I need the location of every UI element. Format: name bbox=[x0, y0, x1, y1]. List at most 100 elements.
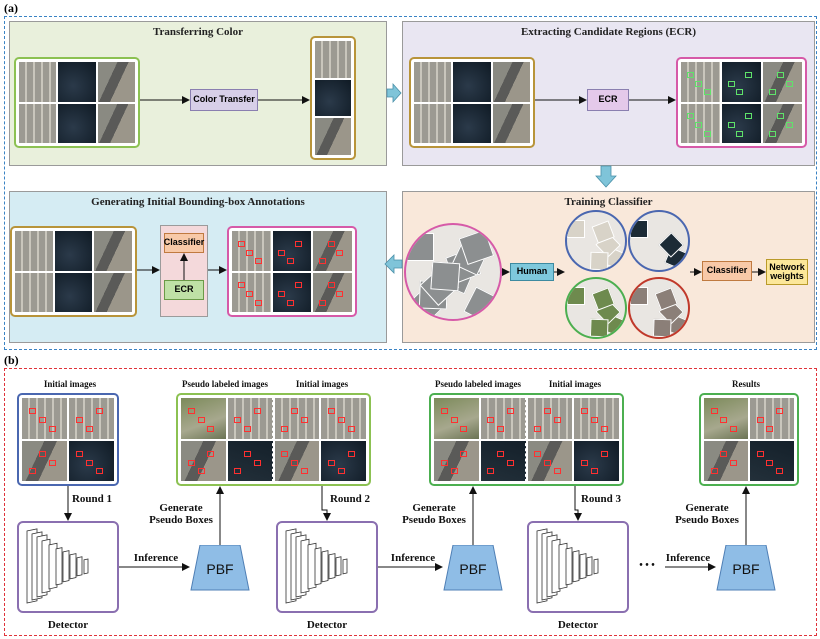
network-layers-icon bbox=[285, 528, 348, 604]
aerial-image-tile bbox=[453, 62, 491, 102]
detection-box bbox=[756, 417, 764, 424]
detection-box bbox=[766, 425, 774, 432]
detection-box bbox=[244, 450, 252, 457]
detection-box bbox=[736, 130, 744, 137]
detection-box bbox=[319, 258, 327, 265]
detection-box bbox=[745, 113, 752, 120]
detection-box bbox=[450, 417, 458, 424]
pbf-block-3: PBF bbox=[716, 545, 776, 591]
aerial-image-tile bbox=[313, 272, 352, 312]
pbf-block-1: PBF bbox=[190, 545, 250, 591]
arrow-round2 bbox=[321, 486, 331, 521]
aerial-image-tile bbox=[54, 231, 93, 271]
detection-box bbox=[710, 468, 718, 475]
detection-box bbox=[197, 468, 205, 475]
detection-box bbox=[75, 450, 83, 457]
aerial-image-tile bbox=[434, 398, 479, 439]
detection-box bbox=[775, 408, 783, 415]
image-patch bbox=[567, 287, 586, 306]
detection-box bbox=[85, 425, 93, 432]
aerial-image-tile bbox=[272, 272, 312, 312]
initial-images-label-1: Initial images bbox=[43, 379, 97, 389]
detection-box bbox=[460, 450, 468, 457]
aerial-image-tile bbox=[321, 440, 366, 481]
source-image-set bbox=[14, 57, 140, 148]
detection-box bbox=[487, 417, 495, 424]
detection-box bbox=[286, 258, 294, 265]
aerial-image-tile bbox=[434, 440, 479, 481]
detection-box bbox=[295, 240, 303, 247]
aerial-image-tile bbox=[94, 231, 132, 271]
annotation-title: Generating Initial Bounding-box Annotati… bbox=[91, 196, 305, 208]
detection-box bbox=[686, 71, 694, 78]
aerial-image-tile bbox=[315, 41, 351, 78]
block-arrow-left bbox=[384, 254, 403, 274]
transferred-image-set bbox=[409, 57, 535, 148]
inference-label-2: Inference bbox=[390, 552, 436, 564]
aerial-image-tile bbox=[527, 440, 573, 481]
aerial-image-tile bbox=[750, 398, 794, 439]
detector-2 bbox=[276, 521, 378, 613]
aerial-image-tile bbox=[453, 103, 491, 143]
detection-box bbox=[237, 240, 245, 247]
detection-box bbox=[768, 89, 776, 96]
detector-label-1: Detector bbox=[47, 619, 89, 631]
aerial-image-tile bbox=[227, 440, 273, 481]
detection-box bbox=[254, 258, 262, 265]
pseudo-label-1: Pseudo labeled images bbox=[181, 379, 268, 389]
detection-box bbox=[336, 291, 344, 298]
patch-cluster-ships bbox=[628, 210, 690, 272]
aerial-image-tile bbox=[321, 398, 366, 439]
aerial-image-tile bbox=[722, 62, 761, 102]
detection-box bbox=[278, 249, 286, 256]
detection-box bbox=[291, 459, 299, 466]
detection-box bbox=[544, 408, 552, 415]
detection-box bbox=[327, 459, 335, 466]
results-label: Results bbox=[731, 379, 760, 389]
detection-box bbox=[580, 459, 588, 466]
part-b-frame bbox=[4, 368, 817, 636]
ellipsis: • • • bbox=[639, 560, 655, 571]
block-arrow-down bbox=[595, 165, 617, 188]
detection-box bbox=[766, 459, 774, 466]
aerial-image-tile bbox=[94, 272, 132, 312]
detection-box bbox=[710, 408, 718, 415]
detection-box bbox=[580, 408, 588, 415]
aerial-image-tile bbox=[574, 398, 619, 439]
color-transfer-box: Color Transfer bbox=[190, 89, 258, 111]
aerial-image-tile bbox=[19, 103, 57, 143]
detector-3 bbox=[527, 521, 629, 613]
pbf-label-2: PBF bbox=[459, 561, 486, 577]
detection-box bbox=[207, 450, 215, 457]
generate-pseudo-boxes-3: Generate Pseudo Boxes bbox=[675, 502, 739, 527]
detection-box bbox=[590, 468, 598, 475]
pbf-block-2: PBF bbox=[443, 545, 503, 591]
detection-box bbox=[246, 291, 254, 298]
aerial-image-tile bbox=[527, 398, 573, 439]
round-2-label: Round 2 bbox=[329, 493, 371, 505]
image-patch bbox=[630, 220, 649, 239]
detector-label-2: Detector bbox=[306, 619, 348, 631]
ecr-title: Extracting Candidate Regions (ECR) bbox=[520, 26, 697, 38]
detection-box bbox=[775, 468, 783, 475]
detection-box bbox=[440, 408, 448, 415]
detection-box bbox=[686, 113, 694, 120]
detection-box bbox=[497, 450, 505, 457]
aerial-image-tile bbox=[315, 79, 351, 117]
aerial-image-tile bbox=[763, 103, 802, 143]
detection-box bbox=[600, 450, 608, 457]
detection-box bbox=[695, 80, 703, 87]
detection-box bbox=[38, 450, 46, 457]
detector-label-3: Detector bbox=[557, 619, 599, 631]
pseudo-label-2: Pseudo labeled images bbox=[434, 379, 521, 389]
aerial-image-tile bbox=[227, 398, 273, 439]
aerial-image-tile bbox=[492, 103, 530, 143]
detection-box bbox=[553, 468, 561, 475]
detection-box bbox=[75, 417, 83, 424]
round-3-label: Round 3 bbox=[580, 493, 622, 505]
detection-box bbox=[295, 282, 303, 289]
detection-box bbox=[777, 113, 785, 120]
detection-box bbox=[237, 282, 245, 289]
detection-box bbox=[736, 89, 744, 96]
detection-box bbox=[300, 417, 308, 424]
